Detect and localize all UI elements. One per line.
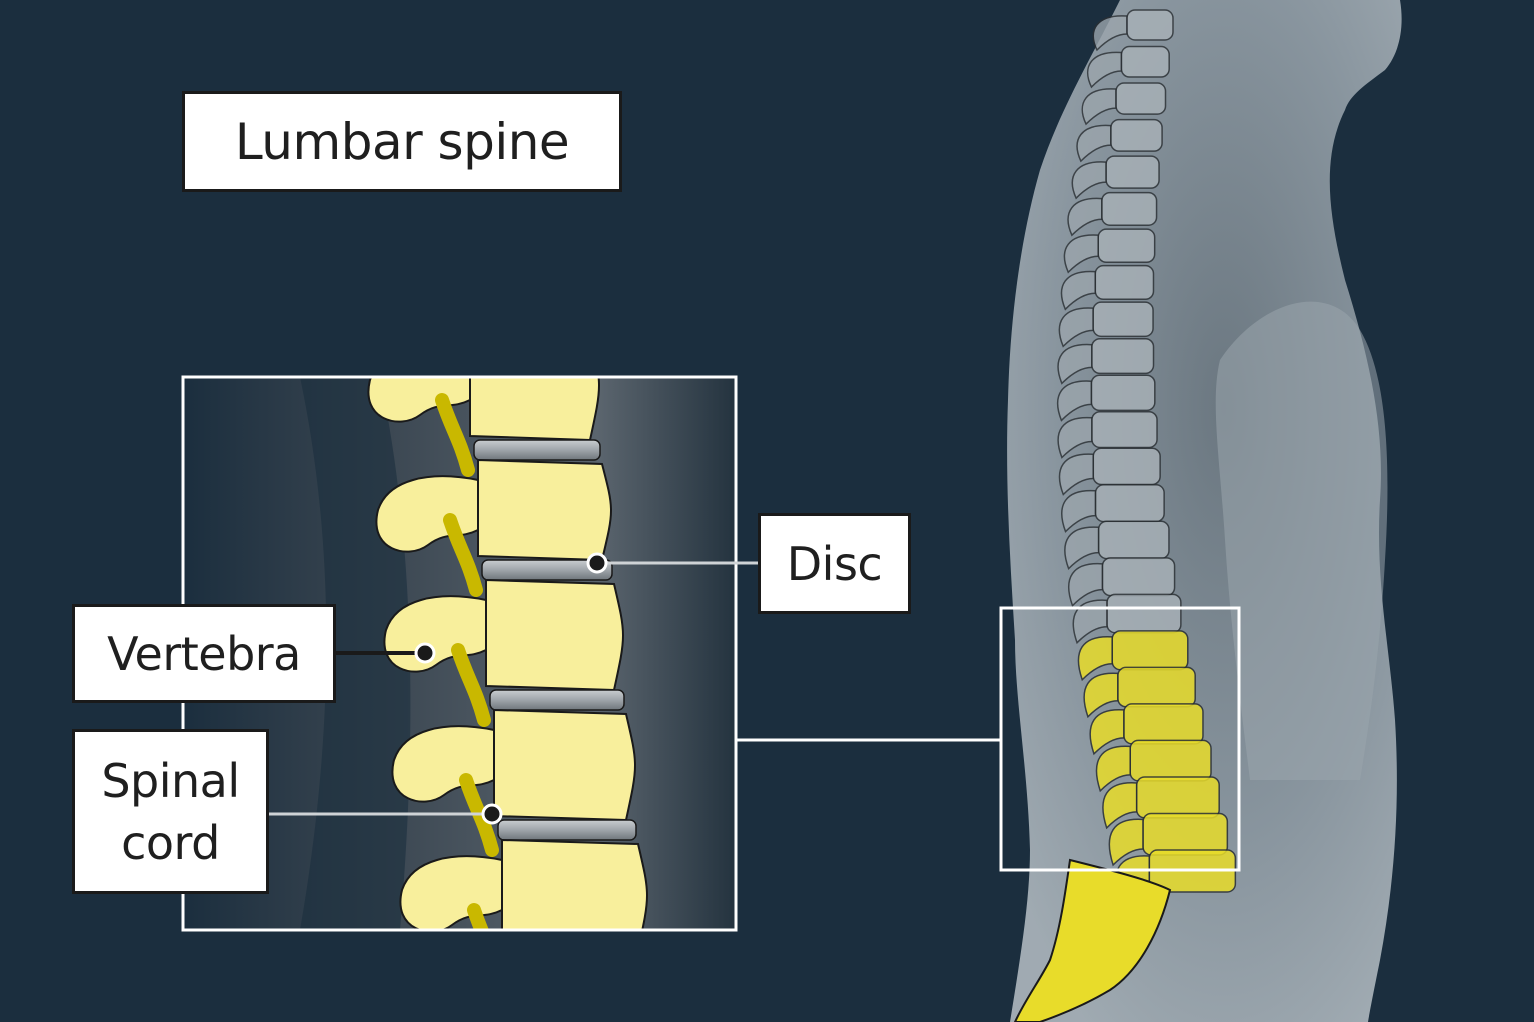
sacrum — [1013, 858, 1172, 1022]
spinal-cord-label: Spinal cord — [72, 729, 269, 894]
spinal-cord-label-line2: cord — [121, 815, 220, 870]
body-vertebra — [1077, 630, 1189, 682]
body-vertebra — [1067, 191, 1158, 237]
spinal-cord-label-line1: Spinal — [101, 753, 240, 808]
inset-disc — [473, 439, 601, 461]
spinal-cord-pointer — [481, 803, 503, 825]
vertebra-label: Vertebra — [72, 604, 336, 703]
body-vertebra — [1056, 374, 1156, 422]
body-vertebra — [1057, 337, 1155, 385]
body-vertebra — [1102, 776, 1220, 830]
disc-pointer — [586, 552, 608, 574]
body-vertebra — [1108, 812, 1229, 867]
body-vertebra — [1063, 228, 1156, 274]
body-vertebra — [1058, 301, 1154, 348]
body-vertebra — [1057, 410, 1158, 459]
disc-label: Disc — [758, 513, 911, 614]
body-vertebra — [1086, 45, 1170, 89]
body-vertebra — [1095, 739, 1212, 793]
body-vertebra — [1064, 520, 1170, 570]
body-vertebra — [1089, 703, 1204, 756]
inset-disc — [489, 689, 625, 711]
body-vertebra — [1068, 557, 1176, 608]
body-vertebra — [1092, 9, 1174, 52]
page-title: Lumbar spine — [182, 91, 622, 192]
inset-vertebra — [367, 377, 601, 477]
inset-vertebra — [375, 458, 613, 597]
vertebra-pointer — [414, 642, 436, 664]
body-vertebra — [1071, 155, 1160, 200]
body-vertebra — [1081, 82, 1167, 126]
body-vertebra — [1061, 484, 1165, 533]
inset-vertebra — [391, 708, 637, 857]
detail-inset-content — [300, 377, 648, 930]
inset-disc — [481, 559, 613, 581]
arm-silhouette — [1215, 301, 1388, 780]
inset-vertebra — [383, 578, 625, 727]
inset-vertebra — [399, 838, 648, 930]
body-vertebra — [1072, 593, 1182, 645]
body-vertebra — [1060, 264, 1155, 311]
inset-disc — [497, 819, 637, 841]
spine-column — [1056, 9, 1237, 904]
body-vertebra — [1076, 118, 1163, 163]
